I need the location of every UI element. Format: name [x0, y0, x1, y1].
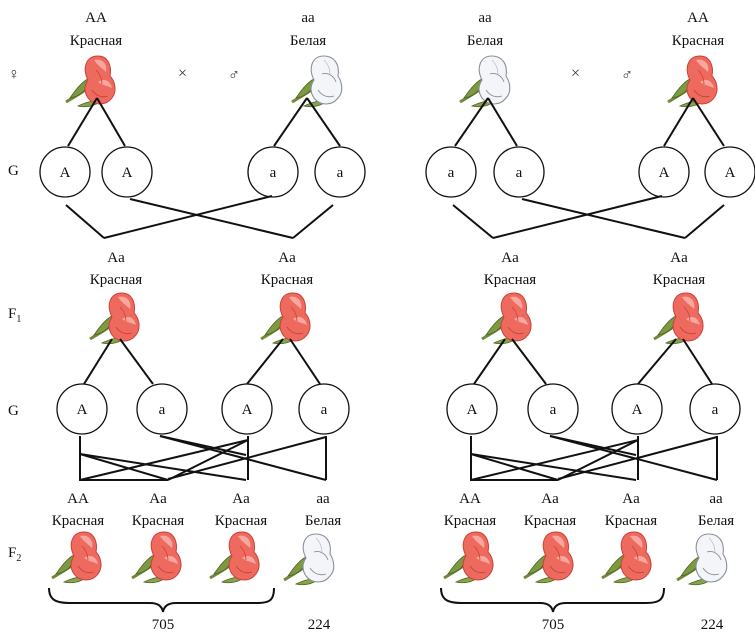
f2-genotype: Aa	[622, 491, 640, 507]
red-flower-icon	[652, 291, 705, 346]
f1-phenotype: Красная	[484, 272, 537, 288]
gamete-allele: A	[122, 165, 133, 181]
f2-genotype: Aa	[541, 491, 559, 507]
gamete-allele: A	[242, 402, 253, 418]
red-count: 705	[152, 617, 175, 632]
gamete-allele: a	[337, 165, 344, 181]
red-count-brace	[48, 587, 275, 613]
white-count: 224	[701, 617, 724, 632]
panel-left: AA Красная aa Белая A A a a Aa Красная A…	[39, 10, 366, 632]
gamete-circle	[611, 383, 663, 435]
parent-genotype: AA	[687, 10, 709, 26]
gamete-allele: a	[550, 402, 557, 418]
white-flower-icon	[675, 532, 729, 587]
gamete-circle	[247, 146, 299, 198]
red-flower-icon	[208, 530, 261, 585]
gamete-allele: a	[712, 402, 719, 418]
gamete-circle	[101, 146, 153, 198]
white-flower-icon	[290, 54, 344, 109]
white-flower-icon	[458, 54, 512, 109]
f1-phenotype: Красная	[261, 272, 314, 288]
f2-phenotype: Красная	[132, 513, 185, 529]
male-symbol-left: ♂	[228, 67, 240, 84]
f2-phenotype: Красная	[215, 513, 268, 529]
red-flower-icon	[259, 291, 312, 346]
f1-genotype: Aa	[107, 250, 125, 266]
parent-phenotype: Красная	[70, 33, 123, 49]
gamete-allele: a	[270, 165, 277, 181]
red-flower-icon	[130, 530, 183, 585]
f2-genotype: aa	[316, 491, 330, 507]
gamete-allele: A	[60, 165, 71, 181]
f1-phenotype: Красная	[653, 272, 706, 288]
f2-genotype: AA	[459, 491, 481, 507]
panel-right: aa Белая AA Красная a a A A Aa Красная A…	[425, 10, 755, 632]
f2-phenotype: Красная	[524, 513, 577, 529]
parent-phenotype: Белая	[290, 33, 326, 49]
gamete-allele: A	[725, 165, 736, 181]
gamete-allele: a	[516, 165, 523, 181]
gamete-circle	[527, 383, 579, 435]
gamete-allele: a	[321, 402, 328, 418]
f2-label: F2	[8, 545, 21, 564]
gametes-label-parents: G	[8, 163, 19, 179]
gamete-allele: A	[77, 402, 88, 418]
gamete-allele: A	[632, 402, 643, 418]
white-flower-icon	[282, 532, 336, 587]
parent-phenotype: Белая	[467, 33, 503, 49]
f2-genotype: Aa	[149, 491, 167, 507]
gamete-circle	[39, 146, 91, 198]
gamete-allele: a	[159, 402, 166, 418]
male-symbol-right: ♂	[621, 67, 633, 84]
gamete-circle	[298, 383, 350, 435]
red-flower-icon	[480, 291, 533, 346]
gamete-circle	[425, 146, 477, 198]
f2-phenotype: Красная	[52, 513, 105, 529]
red-flower-icon	[442, 530, 495, 585]
gametes-label-f1: G	[8, 403, 19, 419]
f1-genotype: Aa	[501, 250, 519, 266]
gamete-circle	[638, 146, 690, 198]
gamete-allele: a	[448, 165, 455, 181]
gamete-circle	[446, 383, 498, 435]
gamete-circle	[314, 146, 366, 198]
parent-genotype: AA	[85, 10, 107, 26]
white-count: 224	[308, 617, 331, 632]
red-count-brace	[440, 587, 665, 613]
gamete-allele: A	[659, 165, 670, 181]
f2-phenotype: Красная	[605, 513, 658, 529]
gamete-allele: A	[467, 402, 478, 418]
f1-phenotype: Красная	[90, 272, 143, 288]
red-flower-icon	[64, 54, 117, 109]
f2-genotype: aa	[709, 491, 723, 507]
gamete-circle	[221, 383, 273, 435]
f2-phenotype: Белая	[305, 513, 341, 529]
gamete-circle	[136, 383, 188, 435]
parent-genotype: aa	[478, 10, 492, 26]
gamete-circle	[689, 383, 741, 435]
red-flower-icon	[50, 530, 103, 585]
gamete-circle	[704, 146, 755, 198]
red-flower-icon	[522, 530, 575, 585]
red-flower-icon	[600, 530, 653, 585]
cross-symbol-left: ×	[178, 65, 187, 82]
f2-phenotype: Белая	[698, 513, 734, 529]
f2-genotype: AA	[67, 491, 89, 507]
f1-genotype: Aa	[278, 250, 296, 266]
f1-genotype: Aa	[670, 250, 688, 266]
parent-phenotype: Красная	[672, 33, 725, 49]
f2-genotype: Aa	[232, 491, 250, 507]
red-flower-icon	[88, 291, 141, 346]
gamete-circle	[56, 383, 108, 435]
cross-symbol-right: ×	[571, 65, 580, 82]
gamete-circle	[493, 146, 545, 198]
red-count: 705	[542, 617, 565, 632]
parent-genotype: aa	[301, 10, 315, 26]
female-symbol: ♀	[8, 66, 20, 83]
f2-phenotype: Красная	[444, 513, 497, 529]
f1-label: F1	[8, 306, 21, 325]
